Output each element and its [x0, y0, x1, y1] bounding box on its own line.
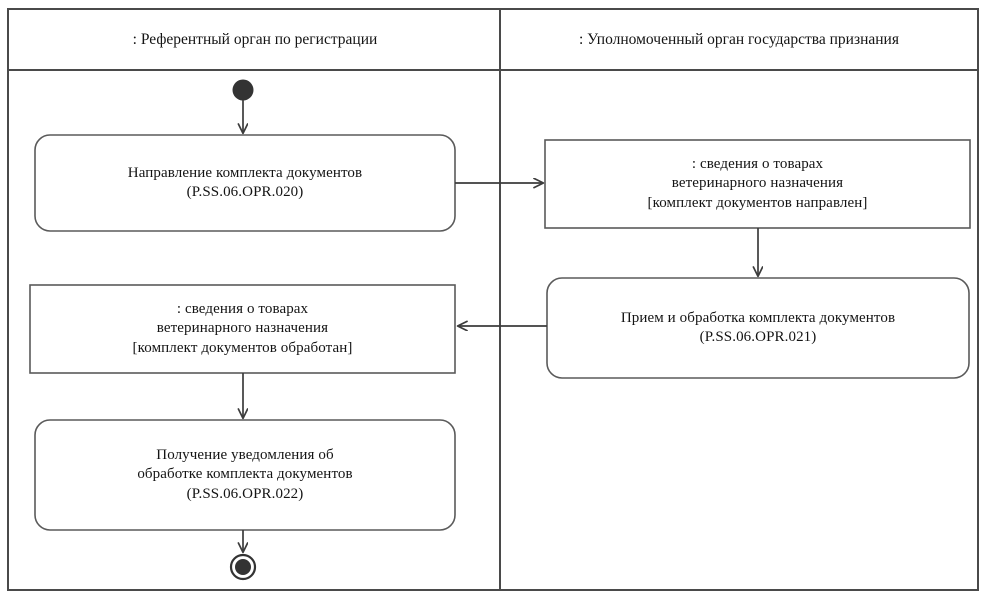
- object-node-1[interactable]: [544, 139, 971, 229]
- activity-node-2[interactable]: [546, 277, 970, 379]
- diagram-frame: [7, 8, 979, 591]
- initial-node: [232, 79, 254, 101]
- final-node-ring: [229, 553, 257, 581]
- object-node-2[interactable]: [29, 284, 456, 374]
- activity-node-3[interactable]: [34, 419, 456, 531]
- activity-node-1[interactable]: [34, 134, 456, 232]
- final-node: [235, 559, 251, 575]
